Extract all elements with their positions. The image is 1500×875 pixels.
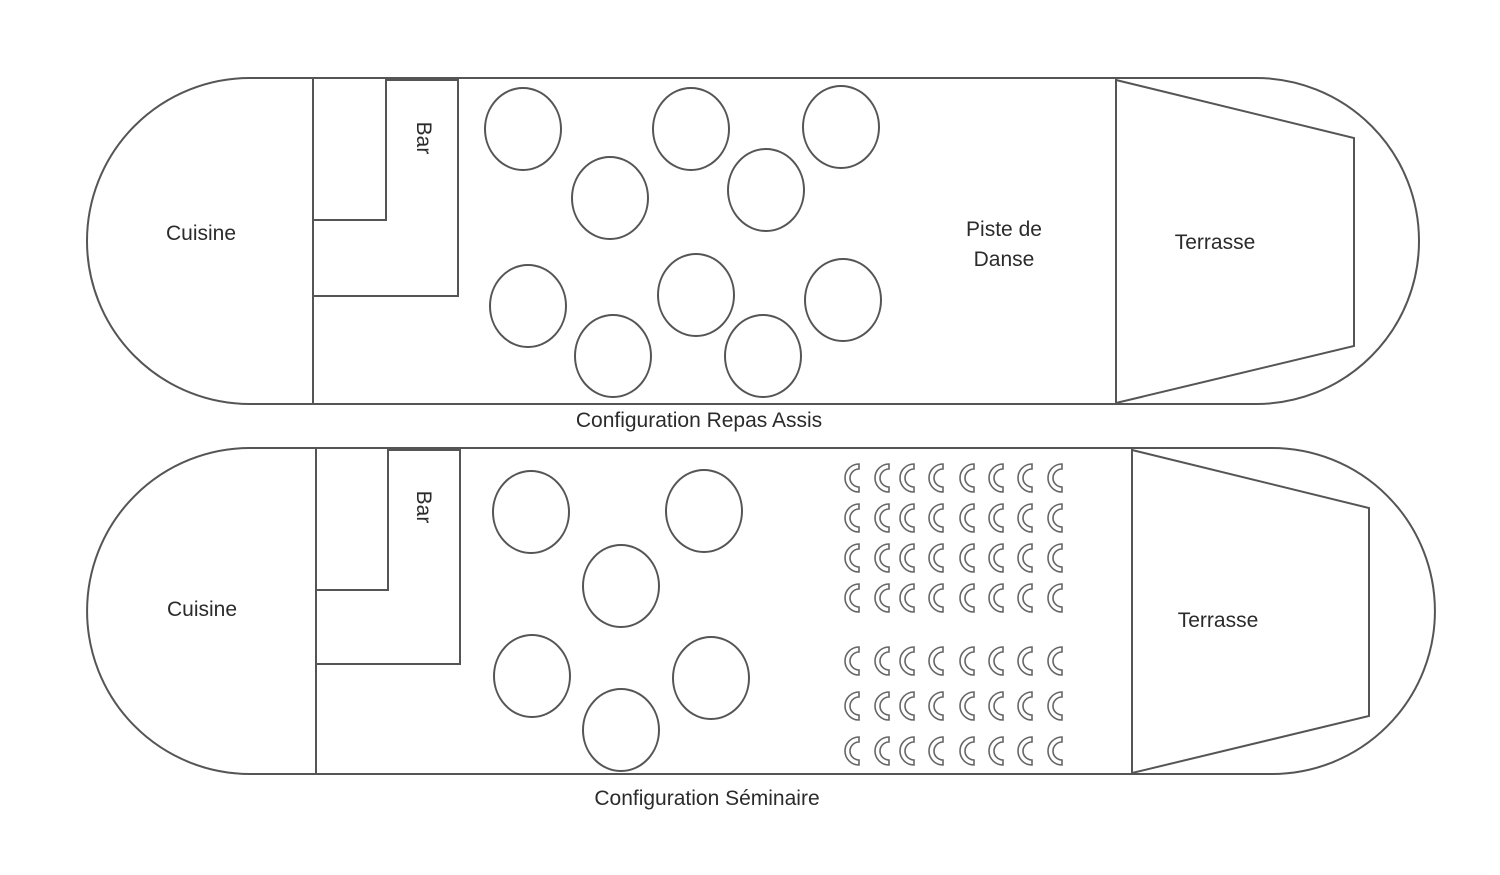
chair — [899, 646, 915, 676]
chair — [1047, 646, 1063, 676]
boat-hull — [86, 77, 1420, 405]
round-table — [582, 688, 660, 772]
chair — [899, 736, 915, 766]
chair — [874, 736, 890, 766]
chair — [928, 463, 944, 493]
terrace-area — [1115, 78, 1355, 405]
chair — [959, 543, 975, 573]
round-table — [727, 148, 805, 232]
chair — [899, 463, 915, 493]
chair — [844, 503, 860, 533]
dance-floor-label-line2: Danse — [974, 248, 1035, 271]
round-table — [724, 314, 802, 398]
chair — [959, 646, 975, 676]
chair — [874, 583, 890, 613]
round-tables — [484, 85, 882, 398]
chair — [844, 543, 860, 573]
plan-seminaire: Cuisine Bar Terrasse Configuration Sémin… — [86, 447, 1436, 810]
round-table — [492, 470, 570, 554]
round-table — [484, 87, 562, 171]
chair — [1047, 503, 1063, 533]
chair — [844, 463, 860, 493]
round-table — [582, 544, 660, 628]
bar-label: Bar — [412, 491, 435, 524]
round-table — [802, 85, 880, 169]
chair — [928, 543, 944, 573]
chair — [844, 646, 860, 676]
boat-hull — [86, 447, 1436, 775]
terrace-label: Terrasse — [1178, 609, 1259, 632]
chair — [959, 503, 975, 533]
round-table — [804, 258, 882, 342]
round-table — [665, 469, 743, 553]
chair — [988, 463, 1004, 493]
chair — [874, 646, 890, 676]
chair — [928, 583, 944, 613]
chair — [988, 583, 1004, 613]
round-table — [489, 264, 567, 348]
chair — [874, 691, 890, 721]
round-table — [672, 636, 750, 720]
round-table — [652, 87, 730, 171]
kitchen-label: Cuisine — [166, 222, 236, 245]
chair — [1047, 583, 1063, 613]
chair — [988, 503, 1004, 533]
round-table — [571, 156, 649, 240]
bar-label: Bar — [412, 122, 435, 155]
chair — [1017, 543, 1033, 573]
chair — [844, 691, 860, 721]
chair — [928, 646, 944, 676]
chair — [959, 691, 975, 721]
chair — [1017, 736, 1033, 766]
dance-floor-label-line1: Piste de — [966, 218, 1042, 241]
round-table — [493, 634, 571, 718]
chair — [988, 543, 1004, 573]
chair — [1017, 463, 1033, 493]
round-table — [657, 253, 735, 337]
chair — [928, 503, 944, 533]
chair — [1017, 691, 1033, 721]
chair — [899, 583, 915, 613]
chair — [988, 646, 1004, 676]
chair — [1047, 736, 1063, 766]
chair — [1047, 543, 1063, 573]
chair — [899, 691, 915, 721]
chair — [844, 583, 860, 613]
bar-counter — [315, 449, 461, 665]
seminar-chairs — [844, 463, 1063, 766]
chair — [874, 463, 890, 493]
chair — [1017, 503, 1033, 533]
terrace-area — [1131, 448, 1370, 775]
chair — [899, 503, 915, 533]
chair — [874, 543, 890, 573]
chair — [928, 736, 944, 766]
kitchen-label: Cuisine — [167, 598, 237, 621]
chair — [1017, 646, 1033, 676]
chair — [1017, 583, 1033, 613]
chair — [844, 736, 860, 766]
chair — [988, 691, 1004, 721]
chair — [988, 736, 1004, 766]
plan-repas-assis: Cuisine Bar Piste de Danse Terrasse Conf… — [86, 77, 1420, 432]
chair — [1047, 463, 1063, 493]
bar-counter — [312, 79, 459, 297]
chair — [874, 503, 890, 533]
round-table — [574, 314, 652, 398]
terrace-label: Terrasse — [1175, 231, 1256, 254]
chair — [1047, 691, 1063, 721]
chair — [959, 736, 975, 766]
plan-caption: Configuration Séminaire — [594, 787, 819, 810]
chair — [959, 463, 975, 493]
chair — [959, 583, 975, 613]
chair — [928, 691, 944, 721]
round-tables — [492, 469, 750, 772]
chair — [899, 543, 915, 573]
plan-caption: Configuration Repas Assis — [576, 409, 822, 432]
